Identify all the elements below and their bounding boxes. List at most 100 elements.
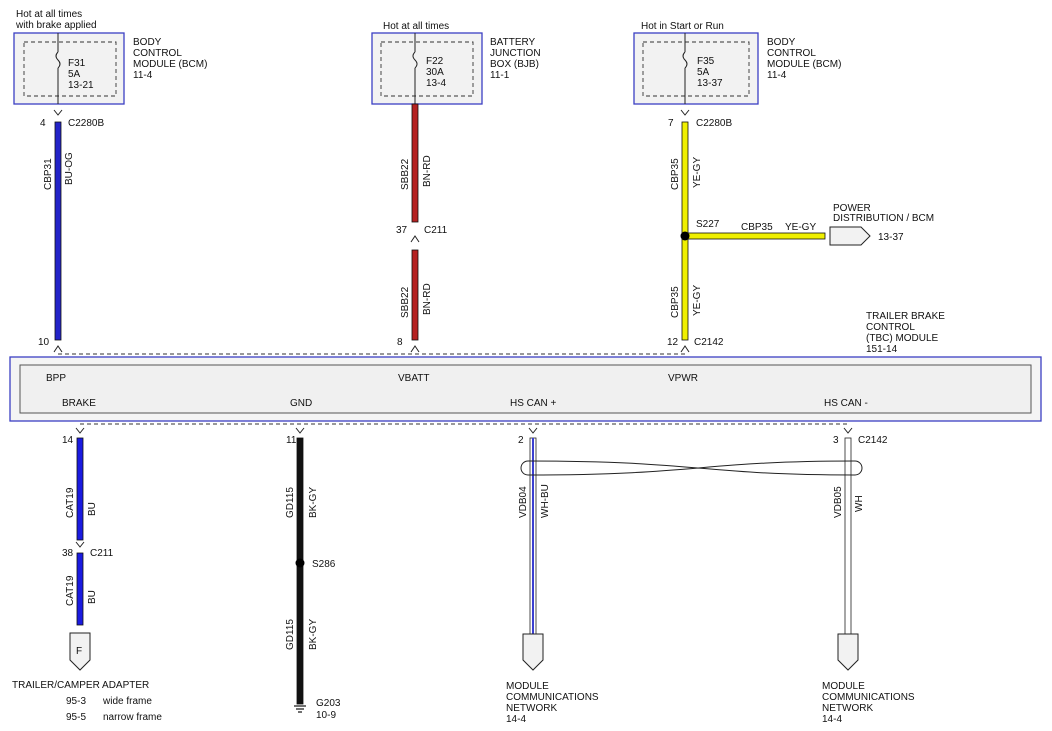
splice-top-name: S227 bbox=[696, 219, 720, 230]
splice-branch-wire bbox=[684, 232, 826, 240]
trailer-ref-1: 95-3 bbox=[66, 696, 86, 707]
bwire1-conn2-pin: 38 bbox=[62, 548, 74, 559]
connector-arrow-icon bbox=[75, 541, 85, 548]
fuse2-module-l1: BATTERY bbox=[490, 37, 536, 48]
fuse1-module-box bbox=[13, 32, 125, 105]
bwire3-pin: 2 bbox=[518, 435, 524, 446]
fuse2-name: F22 bbox=[426, 56, 444, 67]
fuse2-module-l3: BOX (BJB) bbox=[490, 59, 539, 70]
fuse3-supply: Hot in Start or Run bbox=[641, 21, 724, 32]
connector-arrow-icon bbox=[75, 427, 85, 434]
wire1-pin-top: 4 bbox=[40, 118, 46, 129]
wire3-conn-bottom: C2142 bbox=[694, 337, 724, 348]
bwire2-black bbox=[296, 437, 304, 705]
fuse1-supply: Hot at all times bbox=[16, 9, 82, 20]
wire1-blue-orange bbox=[54, 121, 62, 341]
trailer-ref-2: 95-5 bbox=[66, 712, 86, 723]
wire2-circuit-lower: SBB22 bbox=[400, 286, 411, 318]
trailer-adapter-title: TRAILER/CAMPER ADAPTER bbox=[12, 680, 149, 691]
splice-top-circuit: CBP35 bbox=[741, 222, 773, 233]
ground-ref: 10-9 bbox=[316, 710, 336, 721]
network2-l4: 14-4 bbox=[822, 714, 842, 725]
bwire2-pin: 11 bbox=[286, 435, 297, 446]
fuse2-module-l2: JUNCTION bbox=[490, 48, 541, 59]
connector-arrow-icon bbox=[528, 427, 538, 434]
fuse2-fuse-icon bbox=[412, 51, 418, 69]
trailer-ref-1-desc: wide frame bbox=[102, 696, 152, 707]
bwire1-circuit: CAT19 bbox=[65, 487, 76, 518]
fuse3-fuse-icon bbox=[682, 51, 688, 69]
fuse2-module-box bbox=[371, 32, 483, 105]
fuse2-supply: Hot at all times bbox=[383, 21, 449, 32]
network1-l2: COMMUNICATIONS bbox=[506, 692, 599, 703]
network2-l3: NETWORK bbox=[822, 703, 873, 714]
tbc-pin-vpwr: VPWR bbox=[668, 373, 698, 384]
fuse1-ref: 13-21 bbox=[68, 80, 94, 91]
fuse3-ref: 13-37 bbox=[697, 78, 723, 89]
fuse2-inner-dash bbox=[380, 41, 474, 97]
network1-l4: 14-4 bbox=[506, 714, 526, 725]
wire2-color: BN-RD bbox=[422, 155, 433, 187]
wire2-red-upper bbox=[411, 103, 419, 223]
fuse3-module-l4: 11-4 bbox=[767, 70, 787, 81]
tbc-pin-gnd: GND bbox=[290, 398, 312, 409]
tbc-title-l4: 151-14 bbox=[866, 344, 898, 355]
fuse3-name: F35 bbox=[697, 56, 715, 67]
wire2-conn-mid: C211 bbox=[424, 225, 448, 236]
tbc-pin-hscan-plus: HS CAN + bbox=[510, 398, 557, 409]
wire2-circuit: SBB22 bbox=[400, 158, 411, 190]
fuse2-rating: 30A bbox=[426, 67, 444, 78]
fuse1-module-l1: BODY bbox=[133, 37, 162, 48]
bwire2-circuit: GD115 bbox=[285, 487, 296, 518]
wire1-conn-top: C2280B bbox=[68, 118, 104, 129]
wire2-pin-bottom: 8 bbox=[397, 337, 403, 348]
wire3-pin-bottom: 12 bbox=[667, 337, 679, 348]
tbc-pin-bpp: BPP bbox=[46, 373, 66, 384]
wire3-color: YE-GY bbox=[692, 157, 703, 188]
fuse1-fuse-icon bbox=[55, 51, 61, 69]
splice-dest-l2: DISTRIBUTION / BCM bbox=[833, 213, 934, 224]
fuse1-module-l2: CONTROL bbox=[133, 48, 182, 59]
tbc-title-l2: CONTROL bbox=[866, 322, 915, 333]
tbc-title-l1: TRAILER BRAKE bbox=[866, 311, 945, 322]
ground-name: G203 bbox=[316, 698, 341, 709]
wire3-pin-top: 7 bbox=[668, 118, 674, 129]
tbc-module-inner bbox=[19, 364, 1032, 414]
connector-arrow-icon bbox=[843, 427, 853, 434]
bwire1-color: BU bbox=[87, 502, 98, 516]
connector-arrow-icon bbox=[53, 109, 63, 116]
connector-arrow-icon bbox=[53, 345, 63, 353]
fuse3-module-l3: MODULE (BCM) bbox=[767, 59, 841, 70]
fuse2-module-l4: 11-1 bbox=[490, 70, 510, 81]
bwire4-color: WH bbox=[854, 495, 865, 512]
wire3-circuit: CBP35 bbox=[670, 158, 681, 190]
trailer-terminal-letter: F bbox=[76, 646, 82, 657]
fuse1-module-l3: MODULE (BCM) bbox=[133, 59, 207, 70]
network2-terminal-icon bbox=[837, 633, 859, 671]
bwire4-circuit: VDB05 bbox=[833, 486, 844, 518]
bwire1-circuit-lower: CAT19 bbox=[65, 575, 76, 606]
bwire1-blue-upper bbox=[76, 437, 84, 541]
fuse1-name: F31 bbox=[68, 58, 86, 69]
wire2-color-lower: BN-RD bbox=[422, 283, 433, 315]
wire3-color-lower: YE-GY bbox=[692, 285, 703, 316]
fuse3-inner-dash bbox=[642, 41, 750, 97]
fuse3-module-box bbox=[633, 32, 759, 105]
network2-l1: MODULE bbox=[822, 681, 865, 692]
twisted-pair-symbol bbox=[527, 460, 856, 476]
wire3-conn-top: C2280B bbox=[696, 118, 732, 129]
bwire3-color: WH-BU bbox=[540, 484, 551, 518]
bwire4-conn: C2142 bbox=[858, 435, 888, 446]
connector-arrow-icon bbox=[295, 427, 305, 434]
bwire1-pin: 14 bbox=[62, 435, 74, 446]
splice-s227-dot bbox=[680, 231, 690, 241]
bwire2-splice: S286 bbox=[312, 559, 336, 570]
fuse3-module-l1: BODY bbox=[767, 37, 796, 48]
fuse3-module-l2: CONTROL bbox=[767, 48, 816, 59]
splice-dest-ref: 13-37 bbox=[878, 232, 904, 243]
fuse1-module-l4: 11-4 bbox=[133, 70, 153, 81]
fuse2-ref: 13-4 bbox=[426, 78, 446, 89]
bwire4-white bbox=[844, 437, 852, 635]
splice-top-color: YE-GY bbox=[785, 222, 816, 233]
